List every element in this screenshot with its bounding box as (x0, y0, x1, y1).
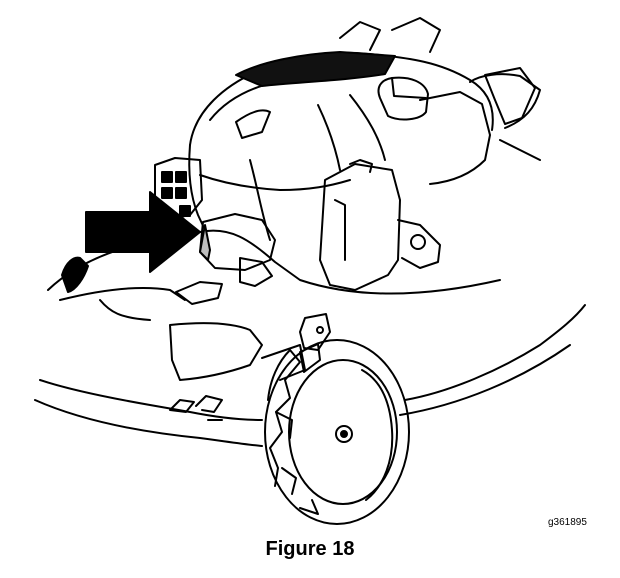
height-adjuster (261, 313, 331, 381)
starter-housing (319, 159, 441, 291)
vent-grille (61, 256, 89, 293)
figure-caption: Figure 18 (265, 538, 355, 560)
mower-deck (34, 229, 586, 447)
engine (188, 51, 541, 241)
arrow-right-icon (85, 191, 201, 273)
deck-logo (169, 395, 223, 421)
front-wheel (264, 339, 410, 525)
figure-id: g361895 (548, 517, 587, 528)
mower-illustration (34, 17, 586, 525)
handle (339, 17, 441, 53)
air-filter-cover (199, 213, 276, 287)
